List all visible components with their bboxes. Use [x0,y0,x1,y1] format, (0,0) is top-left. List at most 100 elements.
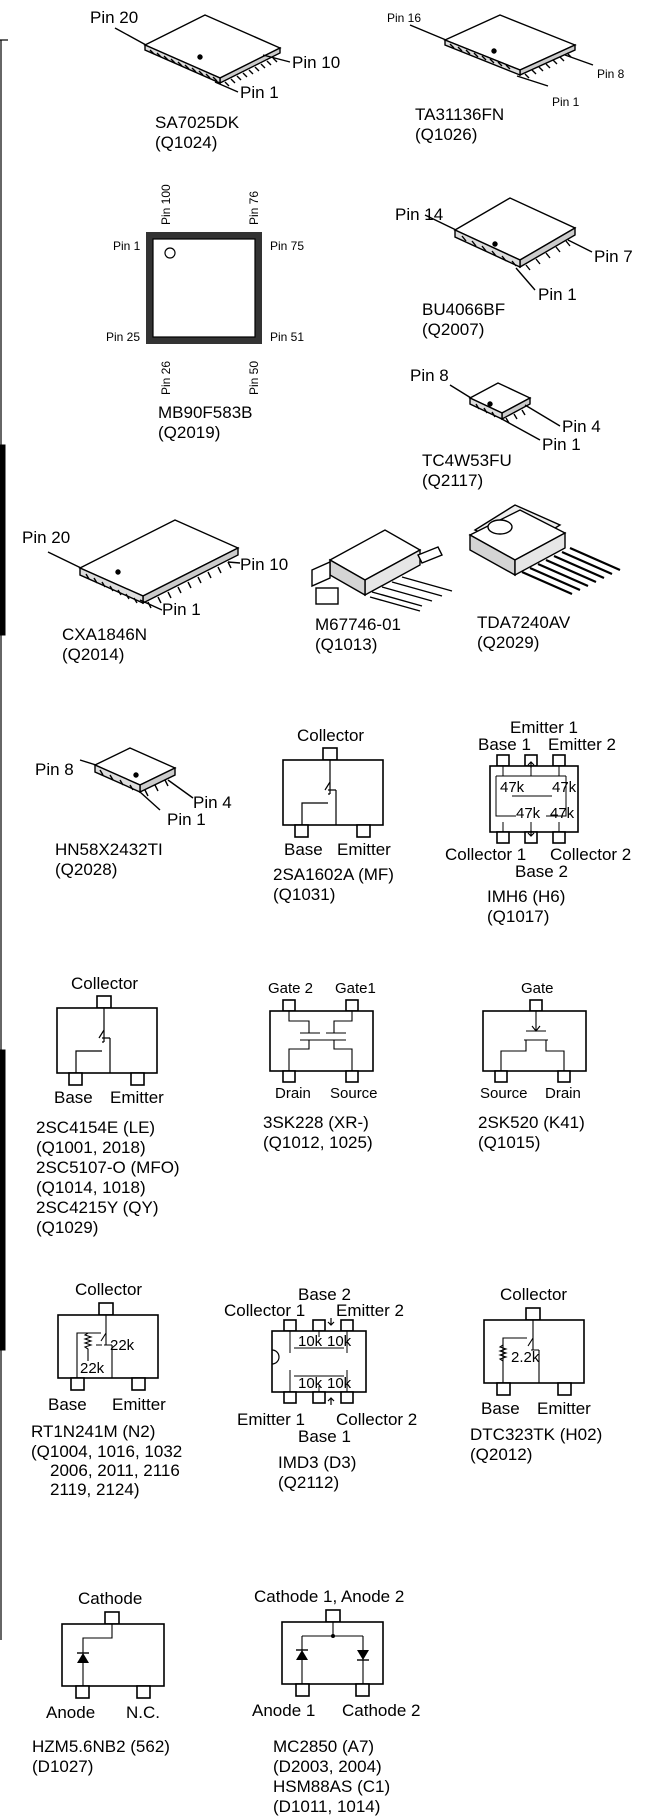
part-reference: (Q2028) [55,860,117,879]
pin-label: Emitter [537,1399,591,1418]
package-drawing-sa7025dk [143,14,282,87]
pin-label: Emitter [112,1395,166,1414]
part-number: DTC323TK (H02) [470,1425,602,1444]
part-reference: (Q1017) [487,907,549,926]
pin-label: Source [480,1085,528,1102]
fet-2sk520: Gate Source Drain 2SK520 (K41) (Q1015) [478,980,587,1152]
pin-label: Base 2 [298,1285,351,1304]
mosfet-3sk228: Gate 2 Gate1 Drain Source 3SK228 (XR-) (… [263,980,378,1152]
part-number: TA31136FN [415,105,504,124]
part-number: CXA1846N [62,625,147,644]
package-drawing-hzm5-6nb2 [61,1611,165,1699]
part-number: HZM5.6NB2 (562) [32,1737,170,1756]
pin-label: Pin 1 [552,95,580,109]
pin-leaders-hn58x2432ti [79,759,194,811]
part-reference: (Q1014, 1018) [36,1178,146,1197]
pin-leaders-bu4066bf [424,214,593,291]
part-reference: (Q2014) [62,645,124,664]
pin-label: Pin 1 [113,239,141,253]
pin-leaders-ta31136fn [409,24,594,87]
pin-label: Gate [521,980,554,997]
package-drawing-2sk520 [482,999,587,1083]
pin-label: Base [54,1088,93,1107]
pin-label: Collector [297,726,364,745]
pin-label: Emitter 2 [548,735,616,754]
ic-hn58x2432ti: Pin 8 Pin 4 Pin 1 HN58X2432TI (Q2028) [35,747,232,879]
transistor-array-imd3: 10k 10k 10k 10k Base 2 Collector 1 Emitt… [224,1285,417,1492]
part-reference: 2SC4215Y (QY) [36,1198,159,1217]
pin-label: N.C. [126,1703,160,1722]
part-reference: 2SC5107-O (MFO) [36,1158,180,1177]
part-number: HN58X2432TI [55,840,163,859]
transistor-rt1n241m: 22k 22k Collector Base Emitter RT1N241M … [31,1280,182,1499]
pin-label: Pin 8 [597,67,625,81]
package-drawing-tc4w53fu [468,382,532,424]
package-drawing-mb90f583b [146,232,262,344]
pin-label: Collector 1 [224,1301,305,1320]
part-reference: (D1027) [32,1757,93,1776]
package-drawing-imh6 [489,754,579,844]
part-reference: (Q1004, 1016, 1032 [31,1442,182,1461]
pin-leaders-tc4w53fu [449,384,561,441]
pin-label: Pin 14 [395,205,443,224]
part-number: MC2850 (A7) [273,1737,374,1756]
ic-ta31136fn: Pin 16 Pin 8 Pin 1 TA31136FN (Q1026) [387,11,625,144]
pin-label: Gate 2 [268,980,313,997]
part-number: 2SC4154E (LE) [36,1118,155,1137]
pin-label: Pin 51 [270,330,304,344]
pin-leaders-sa7025dk [114,27,291,93]
diode-array-mc2850: Cathode 1, Anode 2 Anode 1 Cathode 2 MC2… [252,1587,420,1816]
package-drawing-dtc323tk [483,1307,585,1396]
part-reference: (Q1012, 1025) [263,1133,373,1152]
pin-label: Pin 1 [538,285,577,304]
pin-label: Pin 75 [270,239,304,253]
part-number: SA7025DK [155,113,240,132]
part-number: TC4W53FU [422,451,512,470]
pin-label: Gate1 [335,980,376,997]
package-drawing-bu4066bf [453,197,577,271]
package-drawing-tda7240av [468,504,621,596]
package-drawing-hn58x2432ti [93,747,177,797]
pin-label: Collector [75,1280,142,1299]
pin-label: Collector [71,974,138,993]
pin-label: Drain [545,1085,581,1102]
part-number: IMD3 (D3) [278,1453,356,1472]
pin-label: Emitter 2 [336,1301,404,1320]
pin-label: Pin 10 [292,53,340,72]
part-reference: (Q2112) [278,1473,339,1492]
pin-label: Pin 20 [90,8,138,27]
ic-tc4w53fu: Pin 8 Pin 4 Pin 1 TC4W53FU (Q2117) [410,366,601,490]
resistor-label: 47k [552,779,577,796]
pin-label: Anode [46,1703,95,1722]
pin-label: Pin 4 [562,417,601,436]
pin-label: Pin 8 [410,366,449,385]
pin-label: Base [284,840,323,859]
package-drawing-imd3 [271,1318,367,1405]
pin-label: Pin 26 [159,361,173,395]
pin-label: Base 1 [298,1427,351,1446]
part-number: M67746-01 [315,615,401,634]
part-reference: (D2003, 2004) [273,1757,382,1776]
ic-cxa1846n: Pin 20 Pin 10 Pin 1 CXA1846N (Q2014) [22,519,288,664]
part-reference: (D1011, 1014) [273,1797,380,1816]
pin-label: Pin 76 [247,191,261,225]
part-reference: (Q1013) [315,635,377,654]
part-number: 3SK228 (XR-) [263,1113,369,1132]
pin-label: Emitter 1 [237,1410,305,1429]
part-number: IMH6 (H6) [487,887,565,906]
package-drawing-m67746-01 [311,529,453,612]
ic-sa7025dk: Pin 20 Pin 10 Pin 1 SA7025DK (Q1024) [90,8,340,152]
package-drawing-3sk228 [269,999,374,1083]
pin-label: Collector 1 [445,845,526,864]
part-reference: (Q2019) [158,423,220,442]
resistor-label: 47k [550,805,575,822]
part-reference: 2006, 2011, 2116 [50,1461,180,1480]
pin-label: Pin 1 [542,435,581,454]
pin-label: Anode 1 [252,1701,315,1720]
part-number: MB90F583B [158,403,253,422]
part-reference: (Q1026) [415,125,477,144]
package-drawing-2sa1602a [282,747,384,838]
resistor-label: 10k [327,1375,352,1392]
package-drawing-mc2850 [281,1609,384,1697]
package-drawing-cxa1846n [78,519,240,609]
